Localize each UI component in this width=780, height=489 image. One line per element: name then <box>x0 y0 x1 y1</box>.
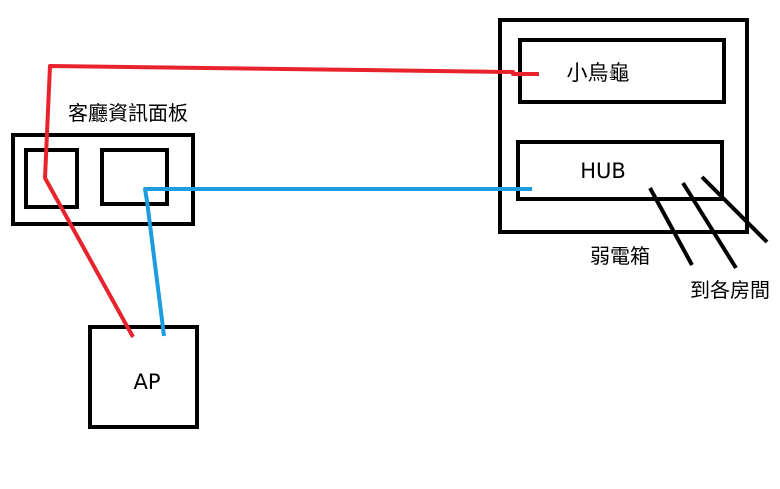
panel-port-right <box>100 148 169 206</box>
living-room-panel-label: 客廳資訊面板 <box>68 101 188 125</box>
room-cable-3 <box>700 175 769 244</box>
room-cable-1 <box>648 187 694 266</box>
living-room-panel-frame <box>11 133 195 226</box>
router-label: 小烏龜 <box>567 61 630 85</box>
weak-box-frame <box>498 18 749 234</box>
hub-box <box>516 140 724 201</box>
red-cable <box>43 64 539 338</box>
hub-label: HUB <box>580 159 626 183</box>
room-cable-2 <box>681 181 738 270</box>
blue-cable <box>143 187 532 337</box>
panel-port-left <box>24 148 79 209</box>
ap-label: AP <box>133 370 160 394</box>
router-box <box>518 38 726 104</box>
ap-box <box>88 325 199 429</box>
weak-box-label: 弱電箱 <box>590 244 650 268</box>
to-rooms-label: 到各房間 <box>690 278 770 302</box>
